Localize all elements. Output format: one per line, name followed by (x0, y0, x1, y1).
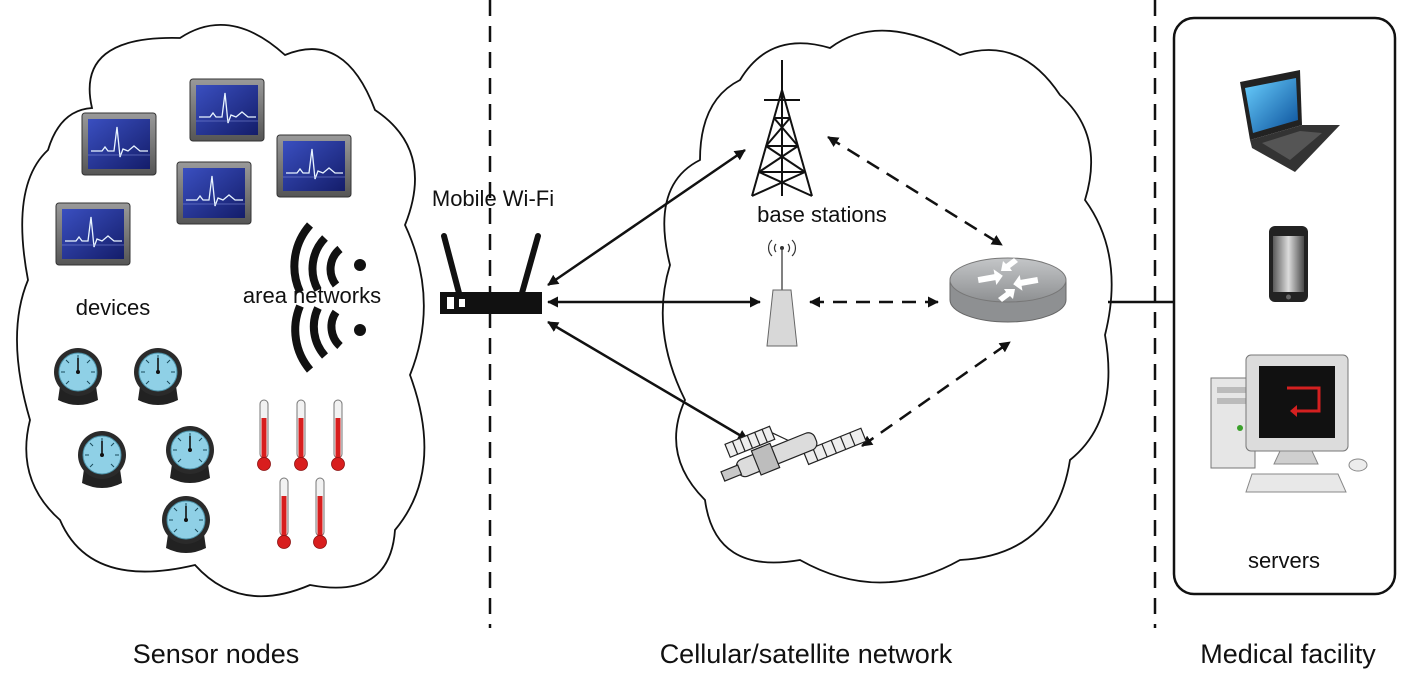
thermometer-icon (277, 477, 291, 549)
ecg-monitor-icon (81, 112, 157, 176)
thermometer-icon (294, 399, 308, 471)
section-network: Cellular/satellite network (660, 639, 953, 669)
arrow-router-tower (547, 148, 746, 287)
section-sensor-nodes: Sensor nodes (133, 639, 300, 669)
cell-tower-icon (751, 60, 813, 197)
thermometer-icon (257, 399, 271, 471)
pressure-gauge-icon (161, 495, 211, 554)
arrow-satellite-router-dashed (861, 340, 1011, 448)
section-medical-facility: Medical facility (1200, 639, 1376, 669)
thermometer-icon (331, 399, 345, 471)
antenna-icon (766, 239, 798, 347)
ecg-monitor-icon (176, 161, 252, 225)
sensor-cloud (16, 24, 426, 598)
wifi-router-icon (440, 233, 542, 314)
wifi-signal-icon (290, 222, 366, 294)
pressure-gauge-icon (165, 425, 215, 484)
arrow-router-satellite (547, 320, 749, 442)
laptop-icon (1240, 70, 1340, 172)
mobile-wifi-label: Mobile Wi-Fi (432, 186, 554, 211)
ecg-monitor-icon (55, 202, 131, 266)
ecg-monitor-icon (276, 134, 352, 198)
pressure-gauge-icon (77, 430, 127, 489)
pressure-gauge-icon (53, 347, 103, 406)
smartphone-icon (1269, 226, 1308, 302)
satellite-icon (720, 425, 867, 482)
wifi-signal-icon (291, 304, 366, 373)
arrow-tower-router-dashed (827, 135, 1003, 247)
thermometer-icon (313, 477, 327, 549)
area-networks-label: area networks (243, 283, 381, 308)
devices-label: devices (76, 295, 151, 320)
servers-label: servers (1248, 548, 1320, 573)
base-stations-label: base stations (757, 202, 887, 227)
desktop-computer-icon (1210, 354, 1368, 493)
network-router-icon (949, 257, 1067, 323)
medical-facility-box (1172, 16, 1397, 596)
pressure-gauge-icon (133, 347, 183, 406)
ecg-monitor-icon (189, 78, 265, 142)
